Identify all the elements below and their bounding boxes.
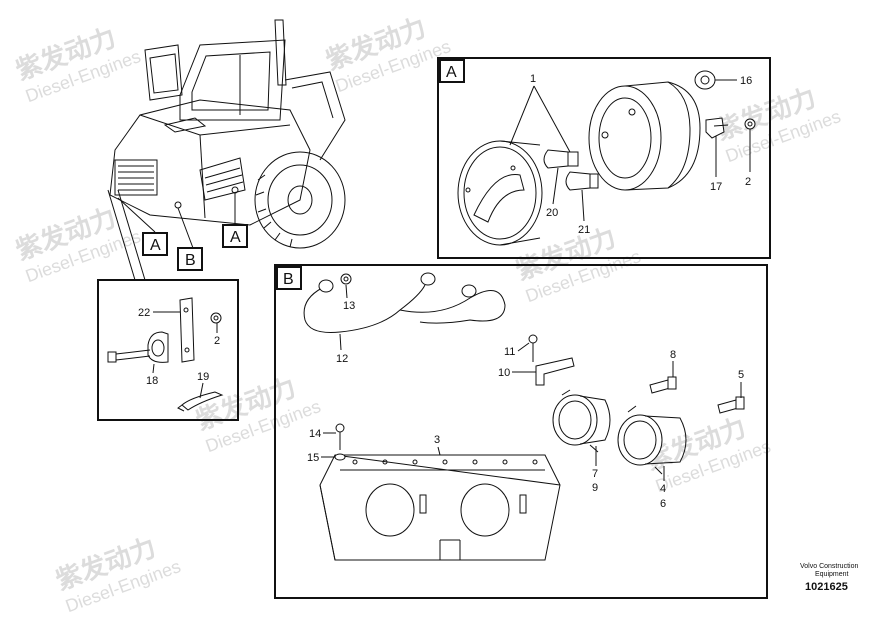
svg-text:15: 15 (307, 452, 319, 464)
detail-a-panel: A (437, 57, 771, 259)
svg-text:A: A (150, 237, 161, 254)
detail-a-frame (437, 57, 771, 259)
cab-door (144, 44, 183, 101)
nut (210, 312, 222, 324)
svg-text:2: 2 (214, 335, 220, 347)
detail-b-panel: B (274, 264, 768, 599)
svg-text:A: A (230, 229, 241, 246)
svg-text:21: 21 (578, 224, 590, 236)
bulb-20 (543, 149, 579, 169)
watermark: 紫发动力 Diesel-Engines (192, 372, 324, 456)
svg-text:17: 17 (710, 181, 722, 193)
connector (420, 272, 436, 286)
front-light-b (174, 201, 182, 209)
front-grille (114, 159, 158, 196)
svg-text:16: 16 (740, 75, 752, 87)
svg-text:7: 7 (592, 468, 598, 480)
bulb (717, 396, 745, 414)
watermark: 紫发动力 Diesel-Engines (12, 22, 144, 106)
svg-text:12: 12 (336, 353, 348, 365)
svg-text:1: 1 (530, 73, 536, 85)
svg-text:19: 19 (197, 371, 209, 383)
wire-harness (303, 272, 506, 333)
svg-text:10: 10 (498, 367, 510, 379)
lamp-housing (588, 81, 701, 191)
svg-text:A: A (446, 64, 457, 81)
clamp (147, 331, 169, 363)
small-bracket (535, 357, 575, 386)
detail-b-frame (274, 264, 768, 599)
mounting-strap (179, 297, 195, 363)
svg-text:2: 2 (745, 176, 751, 188)
grommet (694, 70, 716, 90)
detail-b-tag (276, 266, 302, 290)
bolt (107, 349, 151, 363)
clip-detail-panel: 22 2 18 19 (97, 279, 239, 421)
bulb-21 (565, 171, 599, 191)
svg-text:20: 20 (546, 207, 558, 219)
watermark: 紫发动力 Diesel-Engines (52, 532, 184, 616)
svg-text:22: 22 (138, 307, 150, 319)
drawing-number: 1021625 (805, 581, 848, 593)
svg-text:B: B (283, 271, 294, 288)
svg-text:13: 13 (343, 300, 355, 312)
watermark: 紫发动力 Diesel-Engines (322, 12, 454, 96)
svg-text:5: 5 (738, 369, 744, 381)
truck-hood (109, 99, 311, 226)
dump-body (284, 71, 346, 161)
svg-text:3: 3 (434, 434, 440, 446)
work-lamp-right (617, 405, 687, 475)
svg-text:4: 4 (660, 483, 666, 495)
connector (461, 284, 477, 298)
callout-a-left (142, 232, 168, 256)
grommet (340, 273, 352, 285)
detail-a-tag (439, 59, 465, 83)
footer-block: Volvo Construction Equipment 1021625 (800, 563, 858, 593)
bulb (649, 376, 677, 394)
svg-text:14: 14 (309, 428, 321, 440)
front-wheel (254, 151, 346, 249)
svg-text:9: 9 (592, 482, 598, 494)
svg-text:8: 8 (670, 349, 676, 361)
lamp-lens (457, 140, 543, 246)
svg-text:18: 18 (146, 375, 158, 387)
cable-tie (177, 391, 224, 412)
company-name: Volvo Construction (800, 563, 858, 570)
company-name-line2: Equipment (815, 571, 849, 578)
washer (334, 453, 346, 461)
truck-overview: A B A (107, 19, 346, 281)
work-lamp-left (552, 389, 611, 453)
callout-b (177, 247, 203, 271)
svg-text:11: 11 (504, 346, 515, 358)
watermark: 紫发动力 Diesel-Engines (712, 82, 844, 166)
screw (528, 334, 538, 362)
clip-detail-frame (97, 279, 239, 421)
nut (744, 118, 756, 130)
lamp-bracket (319, 454, 561, 561)
exhaust-pipe (274, 19, 287, 86)
svg-text:6: 6 (660, 498, 666, 510)
side-vent (199, 157, 246, 201)
callout-a-right (222, 224, 248, 248)
screw (335, 423, 345, 450)
connector (318, 279, 334, 293)
truck-cab (179, 39, 286, 121)
svg-text:B: B (185, 252, 196, 269)
cable-clip (705, 117, 729, 139)
